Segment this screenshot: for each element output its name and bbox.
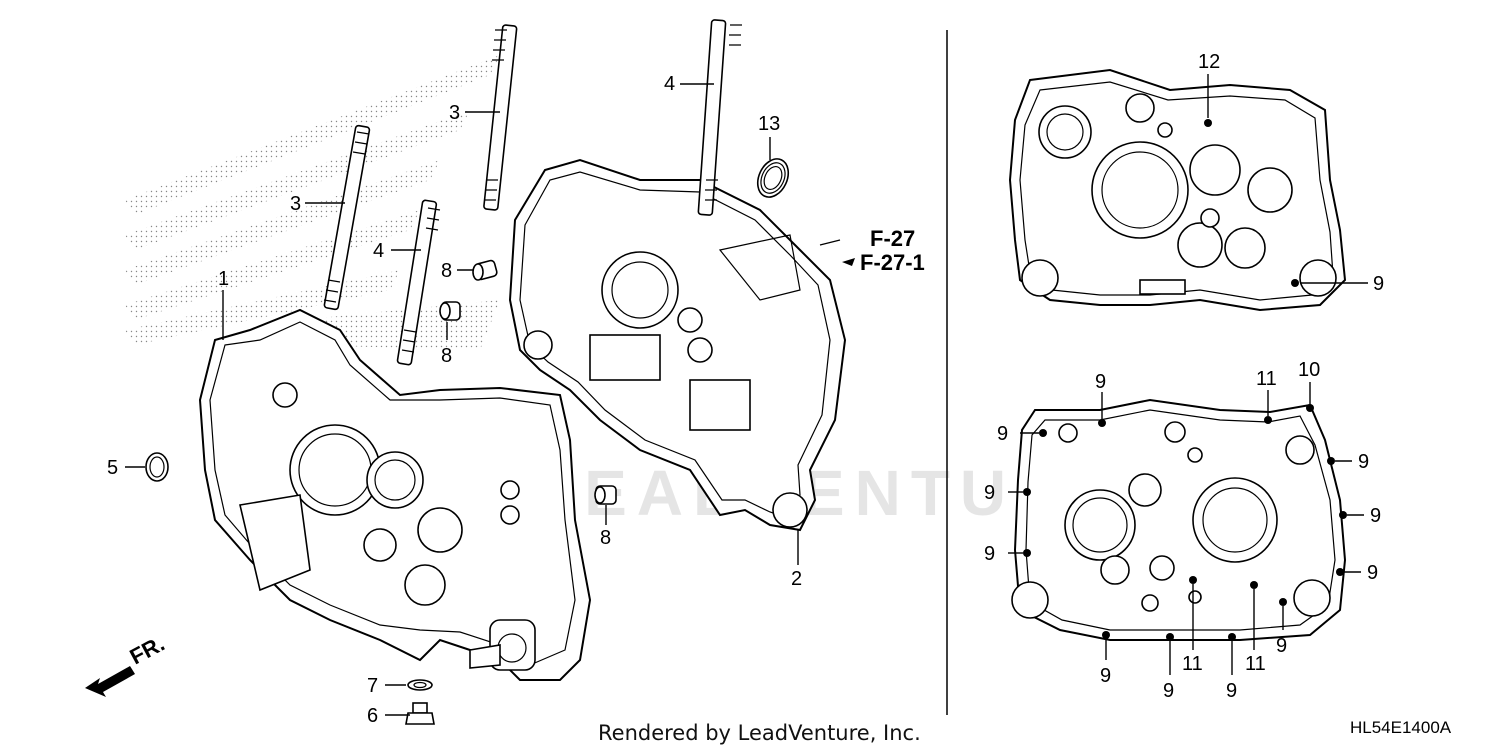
callout-6: 6 [367,705,378,727]
drain-bolt-6[interactable] [405,702,435,725]
reference-f27[interactable]: F-27 [870,226,915,251]
section-reference[interactable]: F-27 F-27-1 [842,226,925,275]
dowel-pin-8b[interactable] [439,301,461,321]
dowel-pin-8a[interactable] [472,259,498,281]
callout-4b: 4 [373,240,384,262]
reference-arrow-icon [842,258,855,266]
case-view-upper[interactable] [1008,68,1347,312]
callout-9-top: 9 [1095,371,1106,393]
front-direction-indicator: FR. [85,631,169,697]
callout-4a: 4 [664,73,675,95]
oil-seal-13[interactable] [752,154,794,202]
callout-9-bottom-3: 9 [1226,680,1237,702]
callout-1: 1 [218,268,229,290]
callout-5: 5 [107,457,118,479]
callout-13: 13 [758,113,780,135]
stud-bolt-3b[interactable] [323,124,371,311]
callout-7: 7 [367,675,378,697]
credit-text: Rendered by LeadVenture, Inc. [598,721,921,745]
callout-11-bottom-2: 11 [1245,653,1266,675]
callout-11-bottom-1: 11 [1182,653,1203,675]
callout-9-bottom-2: 9 [1163,680,1174,702]
right-crankcase[interactable] [508,158,847,532]
stud-bolt-4b[interactable] [396,199,441,366]
callout-9-bottom-1: 9 [1100,665,1111,687]
stud-bolt-4a[interactable] [697,19,742,216]
leader-lines-lower [1008,382,1364,675]
callout-10: 10 [1298,359,1320,381]
leader-lines [125,83,841,716]
callout-8c: 8 [600,527,611,549]
dowel-pin-8c[interactable] [594,485,617,505]
diagram-code: HL54E1400A [1350,718,1452,737]
callout-9-left-3: 9 [984,543,995,565]
reference-f27-1[interactable]: F-27-1 [860,250,925,275]
callout-9-upper: 9 [1373,273,1384,295]
callout-3b: 3 [290,193,301,215]
callout-9-right-1: 9 [1358,451,1369,473]
callout-9-left-2: 9 [984,482,995,504]
callout-8a: 8 [441,260,452,282]
callout-2: 2 [791,568,802,590]
front-label: FR. [126,631,169,670]
callout-11-top: 11 [1256,368,1277,390]
callout-8b: 8 [441,345,452,367]
left-crankcase[interactable] [198,308,592,681]
callout-9-right-2: 9 [1370,505,1381,527]
case-view-lower[interactable] [1011,398,1347,641]
o-ring-5[interactable] [145,452,169,482]
callout-9-bottom-4: 9 [1276,635,1287,657]
front-arrow-icon [85,666,135,697]
sealing-washer-7[interactable] [407,679,433,691]
callout-9-right-3: 9 [1367,562,1378,584]
stud-bolt-3a[interactable] [483,24,518,211]
callout-9-left-1: 9 [997,423,1008,445]
callout-12: 12 [1198,51,1220,73]
callout-3a: 3 [449,102,460,124]
